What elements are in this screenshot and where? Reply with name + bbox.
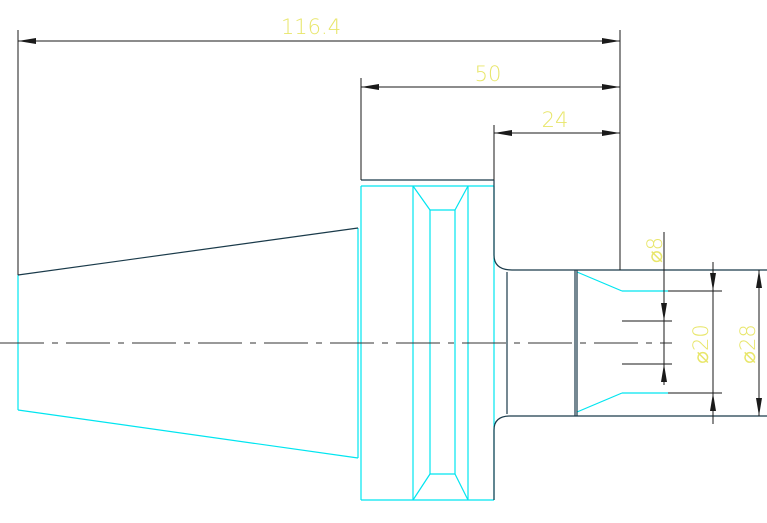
- dimension-flange-to-end: [360, 78, 620, 180]
- dimension-shoulder-to-end: [493, 125, 620, 180]
- arrowhead-top: [710, 273, 716, 291]
- dim-label-dia-mid: ⌀20: [689, 324, 713, 363]
- groove-top-right-chamfer: [454, 185, 469, 211]
- arrowhead-right: [602, 130, 620, 136]
- arrowhead-left: [18, 38, 36, 44]
- dim-label-dia-inner: ⌀8: [643, 237, 667, 263]
- dimension-dia-outer: [756, 270, 762, 416]
- dim-label-dia-outer: ⌀28: [736, 324, 760, 363]
- arrowhead-left: [361, 84, 379, 90]
- bore-top-chamfer: [576, 271, 623, 292]
- part-outline-dark: [17, 179, 767, 500]
- arrowhead-right: [602, 38, 620, 44]
- arrowhead-left: [494, 130, 512, 136]
- arrowhead-top: [756, 270, 762, 288]
- dim-label-shoulder-to-end: 24: [542, 108, 569, 132]
- groove-bottom-left-chamfer: [412, 473, 431, 501]
- arrowhead-bottom: [756, 398, 762, 416]
- dim-label-flange-to-end: 50: [475, 62, 502, 86]
- cone-bottom-edge: [17, 409, 359, 459]
- bore-bottom-chamfer: [576, 392, 623, 413]
- dimension-dia-inner: [622, 232, 672, 385]
- dimension-overall-length: [17, 30, 621, 275]
- groove-bottom-right-chamfer: [454, 473, 469, 501]
- dimension-dia-mid: [668, 262, 722, 424]
- arrowhead-bottom: [661, 364, 667, 382]
- arrowhead-bottom: [710, 393, 716, 411]
- shoulder-upper-fillet: [493, 254, 513, 271]
- shoulder-lower-fillet: [493, 415, 511, 431]
- groove-top-left-chamfer: [412, 185, 431, 211]
- dim-label-overall-length: 116.4: [281, 15, 341, 39]
- arrowhead-top: [661, 303, 667, 321]
- arrowhead-right: [602, 84, 620, 90]
- cone-top-edge: [17, 227, 359, 276]
